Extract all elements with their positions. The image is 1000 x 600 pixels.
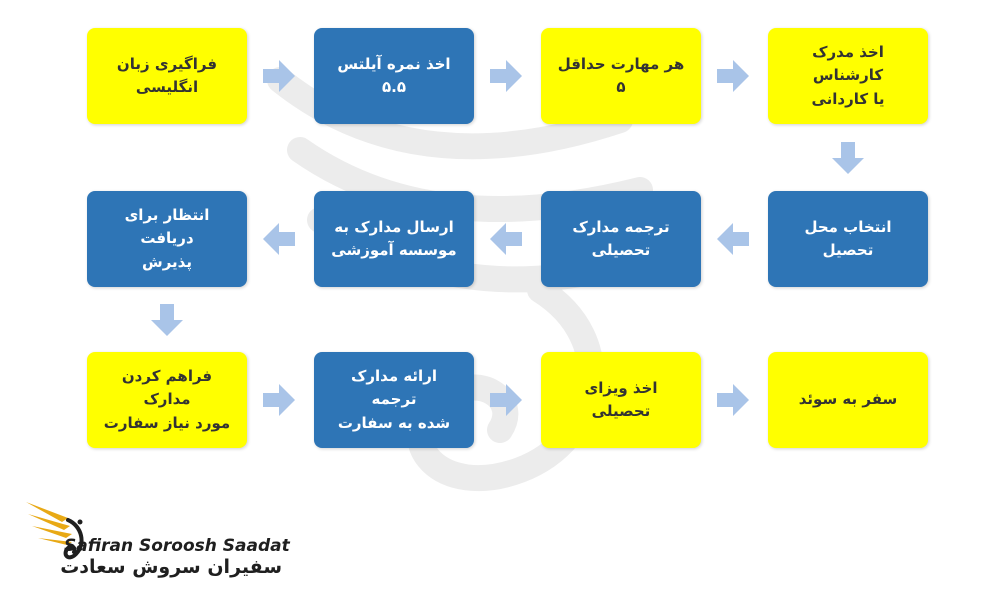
arrow-left-icon [263, 223, 295, 255]
step-translate-documents: ترجمه مدارک تحصیلی [541, 191, 701, 287]
arrow-right-icon [263, 60, 295, 92]
step-min-skill: هر مهارت حداقل ۵ [541, 28, 701, 124]
arrow-left-icon [717, 223, 749, 255]
step-submit-translated: ارائه مدارک ترجمه شده به سفارت [314, 352, 474, 448]
brand-name-english: Safiran Soroosh Saadat [64, 536, 290, 556]
arrow-right-icon [717, 384, 749, 416]
arrow-right-icon [263, 384, 295, 416]
step-student-visa: اخذ ویزای تحصیلی [541, 352, 701, 448]
step-travel-sweden: سفر به سوئد [768, 352, 928, 448]
step-learn-english: فراگیری زبان انگلیسی [87, 28, 247, 124]
arrow-right-icon [490, 384, 522, 416]
step-choose-location: انتخاب محل تحصیل [768, 191, 928, 287]
arrow-down-icon [151, 304, 183, 336]
arrow-right-icon [490, 60, 522, 92]
step-degree: اخذ مدرک کارشناس یا کاردانی [768, 28, 928, 124]
arrow-down-icon [832, 142, 864, 174]
step-ielts-score: اخذ نمره آیلتس ۵.۵ [314, 28, 474, 124]
bird-logo-icon [26, 502, 84, 560]
brand-name-persian: سفیران سروش سعادت [60, 556, 282, 578]
arrow-right-icon [717, 60, 749, 92]
step-embassy-documents: فراهم کردن مدارک مورد نیاز سفارت [87, 352, 247, 448]
arrow-left-icon [490, 223, 522, 255]
step-send-documents: ارسال مدارک به موسسه آموزشی [314, 191, 474, 287]
step-await-admission: انتظار برای دریافت پذیرش [87, 191, 247, 287]
